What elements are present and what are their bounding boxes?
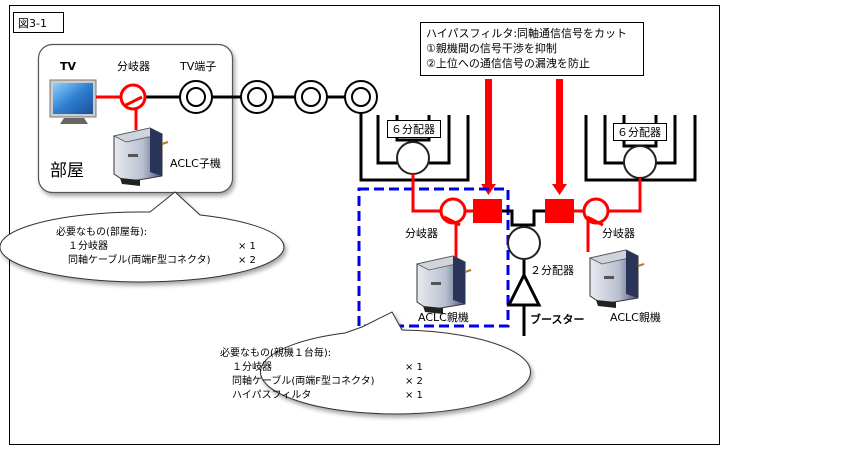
wall-outlet-icon bbox=[240, 80, 274, 114]
tv-icon bbox=[49, 79, 97, 124]
room-bubble-item-name: 同軸ケーブル(両端F型コネクタ) bbox=[68, 253, 211, 266]
room-splitter-label: 分岐器 bbox=[117, 60, 150, 73]
left-parent-splitter-icon bbox=[439, 197, 467, 227]
figure-label: 図3-1 bbox=[18, 17, 47, 30]
left-parent-device-label: ACLC親機 bbox=[418, 310, 469, 324]
left-highpass-filter-icon bbox=[473, 199, 502, 223]
left-6way-label-box bbox=[387, 120, 441, 138]
parent-bubble-item-name: 同軸ケーブル(両端F型コネクタ) bbox=[232, 374, 375, 387]
left-6way-label: ６分配器 bbox=[391, 123, 435, 136]
parent-bubble-item-qty: × 1 bbox=[405, 362, 423, 373]
left-parent-splitter-label: 分岐器 bbox=[405, 227, 438, 240]
right-6way-distributor-icon bbox=[623, 145, 657, 179]
parent-bubble-item-qty: × 2 bbox=[405, 376, 423, 387]
parent-bubble-item-qty: × 1 bbox=[405, 390, 423, 401]
parent-requirements-bubble bbox=[260, 311, 531, 415]
info-line: ①親機間の信号干渉を抑制 bbox=[426, 41, 557, 55]
two-way-distributor-icon bbox=[507, 226, 541, 260]
left-6way-distributor-icon bbox=[396, 141, 430, 175]
info-line: ハイパスフィルタ:同軸通信信号をカット bbox=[426, 26, 627, 40]
tv-outlet-icon bbox=[179, 80, 213, 114]
booster-label: ブースター bbox=[530, 312, 584, 326]
right-6way-label: ６分配器 bbox=[617, 126, 661, 139]
room-bubble-heading: 必要なもの(部屋毎): bbox=[56, 225, 147, 238]
parent-bubble-item-name: ハイパスフィルタ bbox=[232, 389, 311, 401]
room-bubble-item-qty: × 1 bbox=[238, 241, 256, 252]
room-device-label: ACLC子機 bbox=[170, 156, 221, 170]
highpass-info-box bbox=[420, 22, 644, 76]
right-distributor-to-splitter-cable bbox=[608, 178, 642, 213]
room-title: 部屋 bbox=[50, 161, 84, 181]
right-parent-splitter-label: 分岐器 bbox=[602, 227, 635, 240]
left-distributor-to-splitter-cable bbox=[411, 174, 441, 213]
room-requirements-bubble bbox=[0, 191, 285, 283]
two-way-label: ２分配器 bbox=[530, 264, 574, 277]
arrow-down-icon bbox=[552, 79, 567, 195]
wall-outlet-icon bbox=[344, 80, 378, 114]
room-bubble-item-qty: × 2 bbox=[238, 255, 256, 266]
figure-label-box bbox=[13, 12, 64, 33]
right-6way-label-box bbox=[613, 123, 667, 141]
wall-outlet-icon bbox=[294, 80, 328, 114]
tv-outlet-label: TV端子 bbox=[179, 60, 216, 73]
right-parent-device-label: ACLC親機 bbox=[610, 310, 661, 324]
room-bubble-item-name: １分岐器 bbox=[68, 239, 108, 252]
right-highpass-filter-icon bbox=[545, 199, 574, 223]
tv-label: TV bbox=[60, 60, 77, 73]
parent-unit-group-outline bbox=[357, 187, 510, 328]
parent-bubble-item-name: １分岐器 bbox=[232, 360, 272, 373]
parent-bubble-heading: 必要なもの(親機１台毎): bbox=[220, 346, 331, 359]
room-splitter-icon bbox=[119, 83, 147, 111]
right-parent-splitter-icon bbox=[582, 197, 610, 227]
booster-icon bbox=[506, 271, 542, 307]
info-line: ②上位への通信信号の漏洩を防止 bbox=[426, 56, 590, 70]
